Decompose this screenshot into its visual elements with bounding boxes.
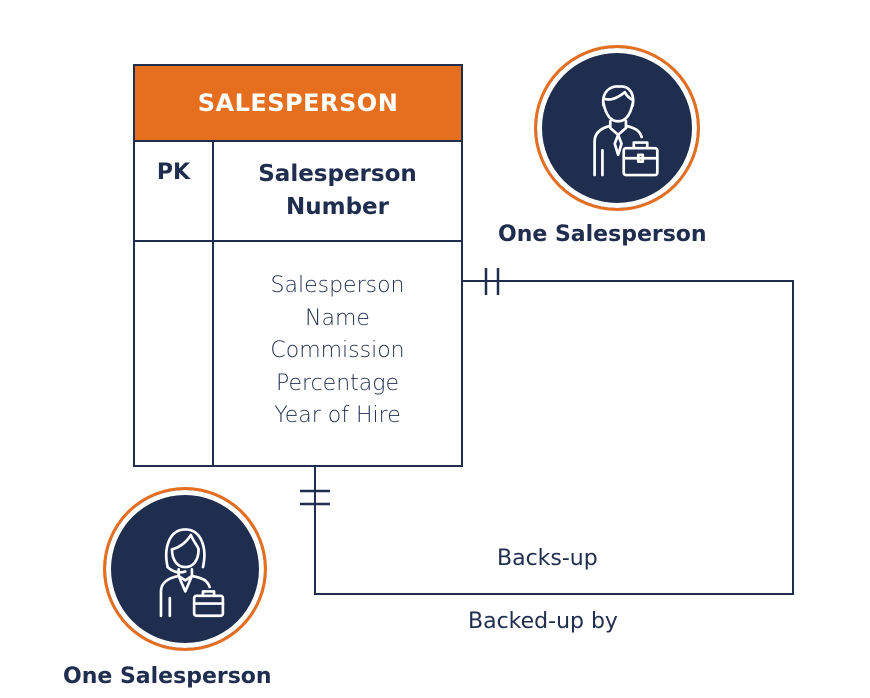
pk-label: PK xyxy=(156,160,191,185)
role-label-top: One Salesperson xyxy=(498,222,707,247)
attribute-item: Year of Hire xyxy=(274,403,401,428)
attribute-item: Name xyxy=(305,305,370,331)
attribute-item: Salesperson xyxy=(270,273,405,298)
relationship-line xyxy=(314,280,794,595)
primary-key-row: PK Salesperson Number xyxy=(135,142,461,242)
pk-field-name: Salesperson Number xyxy=(258,161,417,220)
attribute-item: Commission xyxy=(270,338,405,363)
attribute-item: Percentage xyxy=(276,370,399,396)
businessman-briefcase-icon xyxy=(534,45,700,211)
column-divider xyxy=(212,142,214,465)
one-and-only-one-marker-right xyxy=(484,268,500,295)
entity-title: SALESPERSON xyxy=(135,66,461,142)
one-and-only-one-marker-bottom xyxy=(300,489,330,506)
role-label-bottom: One Salesperson xyxy=(63,664,272,689)
salesperson-entity: SALESPERSON PK Salesperson Number xyxy=(133,64,463,467)
attribute-list: Salesperson Name Commission Percentage Y… xyxy=(212,270,463,433)
relationship-label-reverse: Backed-up by xyxy=(468,609,618,634)
businesswoman-briefcase-icon xyxy=(103,487,267,651)
relationship-label-forward: Backs-up xyxy=(497,546,598,571)
